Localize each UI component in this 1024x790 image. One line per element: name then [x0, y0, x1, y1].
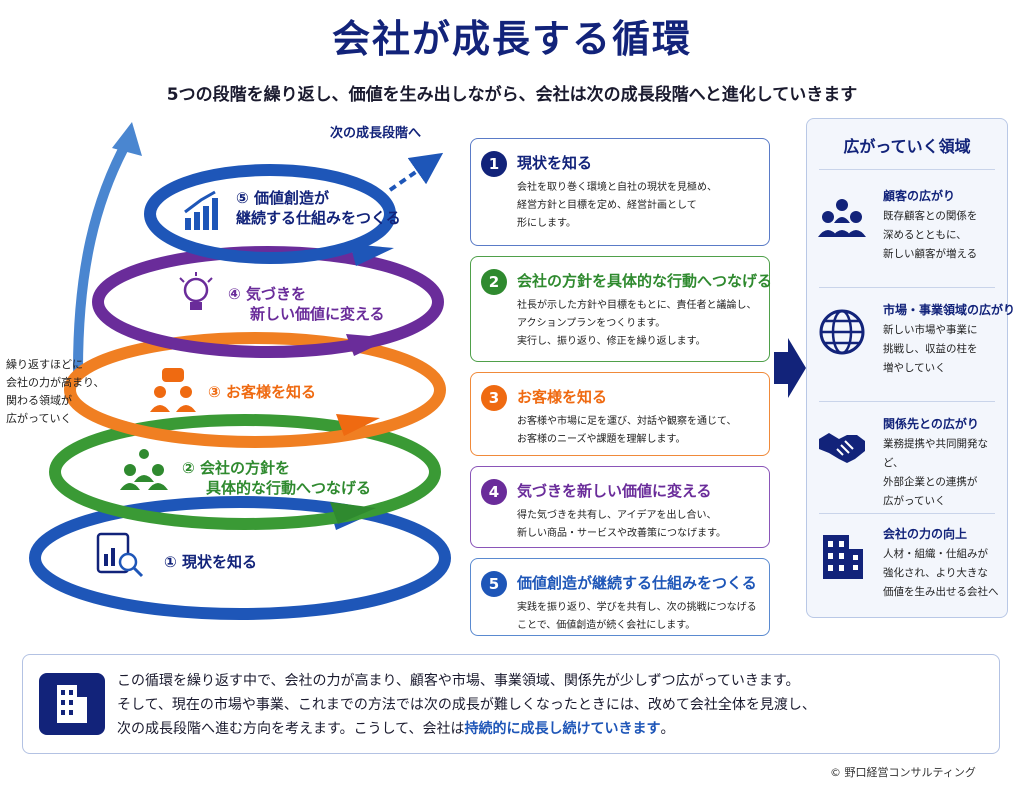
expand-item-body: 新しい市場や事業に 挑戦し、収益の柱を 増やしていく: [883, 324, 978, 374]
step-card-body: 社長が示した方針や目標をもとに、責任者と議論し、 アクションプランをつくります。…: [517, 300, 757, 347]
divider: [819, 513, 995, 514]
globe-icon: [819, 309, 865, 355]
expanding-areas-title: 広がっていく領域: [843, 137, 971, 156]
growth-spiral: [29, 122, 451, 620]
step-card-3: 3 お客様を知る お客様や市場に足を運び、対話や観察を通じて、 お客様のニーズや…: [470, 372, 770, 456]
step-number-badge: 3: [481, 385, 507, 411]
step-card-title: 気づきを新しい価値に変える: [517, 482, 712, 500]
lightbulb-icon: [179, 272, 213, 310]
step-card-body: お客様や市場に足を運び、対話や観察を通じて、 お客様のニーズや課題を理解します。: [517, 416, 737, 445]
handshake-icon: [819, 433, 865, 463]
expand-item-partners: 関係先との広がり 業務提携や共同開発など、 外部企業との連携が 広がっていく: [807, 409, 1007, 519]
expand-item-title: 顧客の広がり: [883, 189, 956, 203]
growth-chart-icon: [184, 190, 218, 230]
clipboard-search-icon: [96, 532, 144, 578]
spiral-level-5-arrow: [350, 244, 394, 266]
step-number-badge: 2: [481, 269, 507, 295]
divider: [819, 287, 995, 288]
spiral-label-5: ⑤ 価値創造が 継続する仕組みをつくる: [236, 189, 401, 227]
copyright: © 野口経営コンサルティング: [830, 766, 976, 779]
spiral-level-2: [49, 414, 441, 530]
spiral-level-2-arrow: [330, 502, 376, 524]
right-arrow-icon: [774, 338, 806, 398]
expanding-areas-panel: 広がっていく領域 顧客の広がり 既存顧客との関係を 深めるとともに、 新しい顧客…: [806, 118, 1015, 618]
customers-icon: [818, 199, 866, 237]
step-card-title: 現状を知る: [517, 154, 593, 172]
side-note-line: 広がっていく: [6, 412, 72, 425]
building-icon: [39, 673, 105, 735]
expand-item-capability: 会社の力の向上 人材・組織・仕組みが 強化され、より大きな 価値を生み出せる会社…: [807, 519, 1007, 629]
expand-item-title: 関係先との広がり: [883, 417, 979, 431]
step-card-4: 4 気づきを新しい価値に変える 得た気づきを共有し、アイデアを出し合い、 新しい…: [470, 466, 770, 548]
expand-item-title: 会社の力の向上: [883, 527, 968, 541]
spiral-level-4-arrow: [346, 334, 392, 356]
step-number-badge: 1: [481, 151, 507, 177]
side-note-line: 関わる領域が: [6, 394, 72, 407]
side-note: 繰り返すほどに 会社の力が高まり、 関わる領域が 広がっていく: [6, 356, 105, 428]
side-note-line: 会社の力が高まり、: [6, 376, 105, 389]
step-number-badge: 4: [481, 479, 507, 505]
side-note-line: 繰り返すほどに: [6, 358, 83, 371]
step-card-5: 5 価値創造が継続する仕組みをつくる 実践を振り返り、学びを共有し、次の挑戦につ…: [470, 558, 770, 636]
expand-item-customers: 顧客の広がり 既存顧客との関係を 深めるとともに、 新しい顧客が増える: [807, 181, 1007, 291]
step-card-1: 1 現状を知る 会社を取り巻く環境と自社の現状を見極め、 経営方針と目標を定め、…: [470, 138, 770, 246]
building-icon: [823, 535, 863, 579]
spiral-label-2: ② 会社の方針を 具体的な行動へつなげる: [182, 459, 372, 497]
page-subtitle: 5つの段階を繰り返し、価値を生み出しながら、会社は次の成長段階へと進化していきま…: [166, 85, 858, 105]
spiral-label-1: ① 現状を知る: [164, 553, 257, 571]
next-stage-arrow: [388, 152, 444, 192]
spiral-level-5: [144, 164, 396, 264]
step-card-title: 価値創造が継続する仕組みをつくる: [517, 574, 757, 592]
spiral-level-1: [29, 496, 451, 620]
divider: [819, 401, 995, 402]
step-number-badge: 5: [481, 571, 507, 597]
summary-text: この循環を繰り返す中で、会社の力が高まり、顧客や市場、事業領域、関係先が少しずつ…: [117, 673, 816, 737]
step-card-body: 得た気づきを共有し、アイデアを出し合い、 新しい商品・サービスや改善策につなげま…: [517, 510, 726, 539]
step-card-body: 実践を振り返り、学びを共有し、次の挑戦につなげる ことで、価値創造が続く会社にし…: [517, 602, 757, 631]
step-card-title: 会社の方針を具体的な行動へつなげる: [517, 272, 773, 290]
spiral-label-3: ③ お客様を知る: [208, 383, 316, 401]
customer-dialogue-icon: [150, 368, 196, 412]
next-stage-label: 次の成長段階へ: [330, 126, 422, 141]
expand-item-market: 市場・事業領域の広がり 新しい市場や事業に 挑戦し、収益の柱を 増やしていく: [807, 295, 1015, 405]
expand-item-body: 人材・組織・仕組みが 強化され、より大きな 価値を生み出せる会社へ: [883, 548, 999, 598]
expand-item-body: 業務提携や共同開発など、 外部企業との連携が 広がっていく: [883, 438, 988, 507]
step-card-2: 2 会社の方針を具体的な行動へつなげる 社長が示した方針や目標をもとに、責任者と…: [470, 256, 773, 362]
page-title: 会社が成長する循環: [331, 17, 692, 61]
growth-arrow: [73, 135, 133, 375]
growth-arrow-head: [112, 122, 142, 156]
spiral-level-3: [64, 332, 446, 448]
spiral-label-4: ④ 気づきを 新しい価値に変える: [228, 285, 385, 323]
summary-highlight: 持続的に成長し続けていきます: [464, 721, 661, 737]
step-card-title: お客様を知る: [517, 388, 608, 406]
spiral-level-3-arrow: [336, 414, 380, 436]
expand-item-body: 既存顧客との関係を 深めるとともに、 新しい顧客が増える: [883, 210, 978, 260]
divider: [819, 169, 995, 170]
team-icon: [120, 449, 168, 490]
step-card-body: 会社を取り巻く環境と自社の現状を見極め、 経営方針と目標を定め、経営計画として …: [517, 182, 717, 229]
expand-item-title: 市場・事業領域の広がり: [883, 303, 1016, 317]
summary-box: この循環を繰り返す中で、会社の力が高まり、顧客や市場、事業領域、関係先が少しずつ…: [22, 654, 1000, 754]
